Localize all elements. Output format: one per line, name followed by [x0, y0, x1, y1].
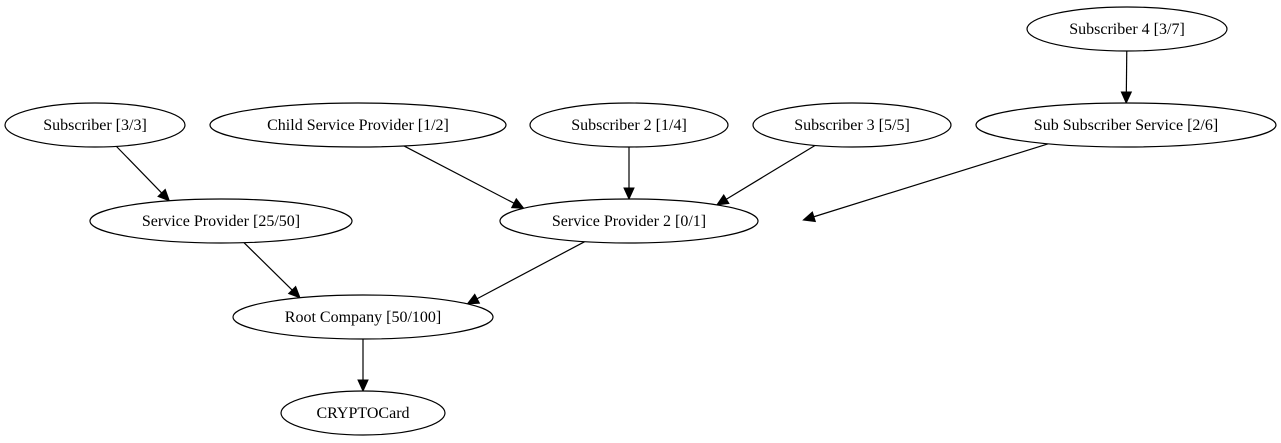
edge-sub3-to-sp2	[725, 144, 816, 200]
node-sp2-label: Service Provider 2 [0/1]	[552, 213, 706, 230]
edge-sp2-to-root	[476, 241, 585, 300]
edge-sub-to-sp1	[115, 145, 163, 194]
edge-child-to-sp2	[403, 145, 515, 204]
node-sp2[interactable]: Service Provider 2 [0/1]	[499, 198, 759, 244]
arrowhead-sub-to-sp1	[157, 188, 171, 202]
edge-sp1-to-root	[243, 242, 293, 291]
node-root-label: Root Company [50/100]	[285, 309, 441, 326]
node-child-label: Child Service Provider [1/2]	[267, 117, 449, 134]
node-crypto-label: CRYPTOCard	[316, 405, 409, 422]
node-sp1[interactable]: Service Provider [25/50]	[89, 198, 353, 244]
arrowhead-sp1-to-root	[287, 285, 301, 299]
arrowhead-sp2-to-root	[466, 293, 481, 305]
node-sub2-label: Subscriber 2 [1/4]	[571, 117, 687, 134]
node-root[interactable]: Root Company [50/100]	[232, 294, 494, 340]
node-sub3-label: Subscriber 3 [5/5]	[794, 117, 910, 134]
node-subsvc-label: Sub Subscriber Service [2/6]	[1034, 117, 1218, 134]
node-sub3[interactable]: Subscriber 3 [5/5]	[752, 102, 952, 148]
edge-subsvc-to-sp2	[813, 143, 1049, 218]
node-sub[interactable]: Subscriber [3/3]	[4, 102, 186, 148]
arrowhead-sub2-to-sp2	[623, 187, 635, 201]
node-crypto[interactable]: CRYPTOCard	[280, 390, 446, 436]
node-sub4[interactable]: Subscriber 4 [3/7]	[1026, 6, 1228, 52]
node-sub-label: Subscriber [3/3]	[43, 117, 147, 134]
node-sub4-label: Subscriber 4 [3/7]	[1069, 21, 1185, 38]
arrowhead-root-to-crypto	[357, 379, 369, 393]
arrowhead-subsvc-to-sp2	[802, 211, 817, 223]
nodes-layer: Subscriber 4 [3/7] Subscriber [3/3] Chil…	[4, 6, 1277, 436]
node-sub2[interactable]: Subscriber 2 [1/4]	[529, 102, 729, 148]
arrowhead-child-to-sp2	[510, 197, 525, 209]
edges-layer	[115, 50, 1133, 393]
node-child[interactable]: Child Service Provider [1/2]	[209, 102, 507, 148]
arrowhead-sub3-to-sp2	[715, 194, 730, 206]
arrowhead-sub4-to-subsvc	[1120, 91, 1133, 105]
node-sp1-label: Service Provider [25/50]	[142, 213, 300, 230]
node-subsvc[interactable]: Sub Subscriber Service [2/6]	[975, 102, 1277, 148]
